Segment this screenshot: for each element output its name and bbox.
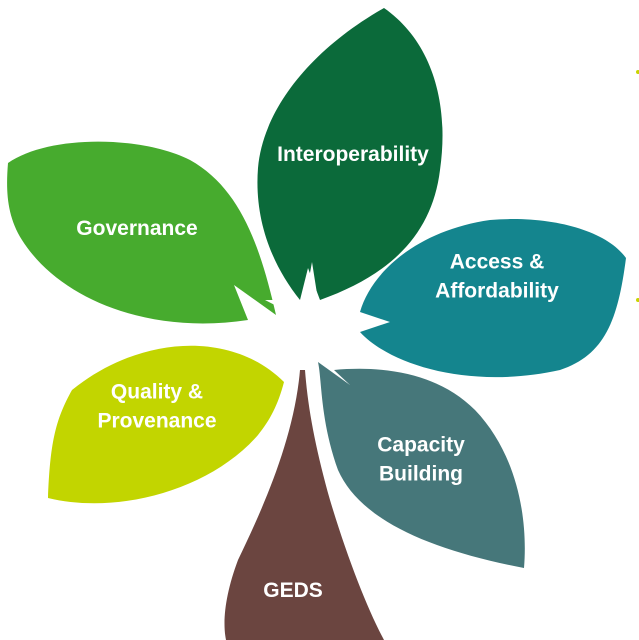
- leaf-capacity-building: [318, 362, 525, 568]
- center-star: [265, 262, 355, 355]
- label-line: Access &: [450, 251, 545, 274]
- label-line: Capacity: [377, 434, 465, 457]
- label-line: Interoperability: [277, 143, 429, 166]
- label-quality-provenance: Quality & Provenance: [97, 381, 216, 433]
- label-line: Affordability: [435, 280, 559, 303]
- accent-dot-bottom: [636, 298, 639, 302]
- label-line: Provenance: [97, 410, 216, 433]
- leaf-interoperability: [257, 8, 443, 300]
- label-geds: GEDS: [263, 579, 323, 602]
- leaf-governance: [7, 141, 276, 324]
- stem-geds: [224, 370, 384, 640]
- label-governance: Governance: [76, 217, 197, 240]
- leaf-quality-provenance: [48, 345, 284, 504]
- label-line: GEDS: [263, 579, 323, 602]
- leaf-access-affordability: [360, 219, 626, 378]
- label-line: Building: [379, 463, 463, 486]
- label-access-affordability: Access & Affordability: [435, 251, 559, 303]
- accent-dot-top: [636, 70, 639, 74]
- label-line: Governance: [76, 217, 197, 240]
- label-line: Quality &: [111, 381, 203, 404]
- label-interoperability: Interoperability: [277, 143, 429, 166]
